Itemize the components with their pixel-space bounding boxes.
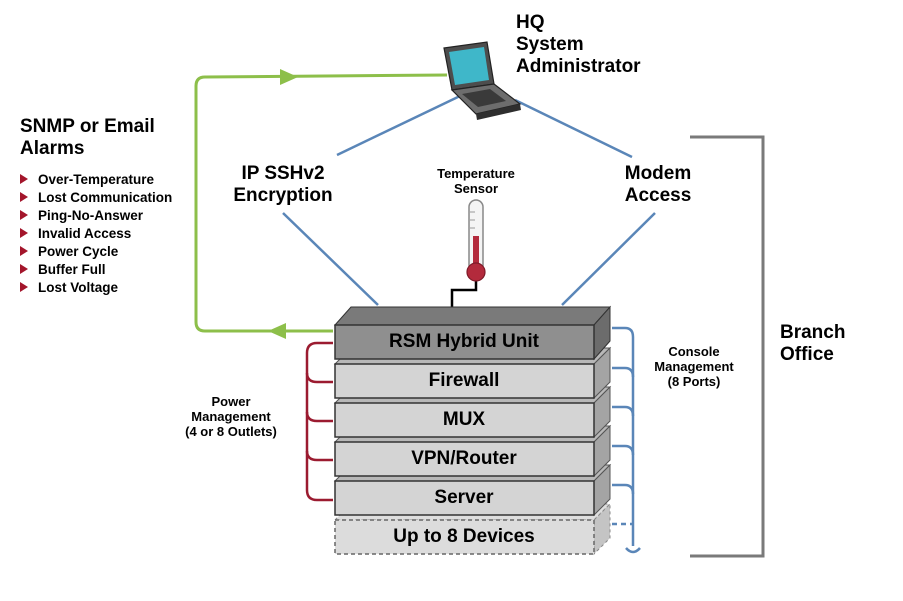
temperature-label-line: Sensor xyxy=(453,180,499,196)
alarm-arrow-left xyxy=(268,323,286,339)
ssh-label-line: Encryption xyxy=(233,184,333,206)
alarms-title-line: Alarms xyxy=(20,137,85,159)
alarm-item-label: Lost Voltage xyxy=(38,279,119,295)
bullet-arrow-icon xyxy=(20,264,28,274)
temperature-sensor-label: Temperature Sensor xyxy=(414,166,538,197)
bullet-arrow-icon xyxy=(20,246,28,256)
console-management-label: Console Management (8 Ports) xyxy=(636,344,752,390)
branch-label-line: Office xyxy=(780,343,834,365)
branch-bracket xyxy=(690,135,765,558)
alarm-item-label: Power Cycle xyxy=(38,243,119,259)
power-label-line: (4 or 8 Outlets) xyxy=(185,423,277,439)
branch-label-line: Branch xyxy=(780,322,846,343)
alarm-item-label: Lost Communication xyxy=(38,189,173,205)
alarms-title-line: SNMP or Email xyxy=(20,116,155,137)
modem-label-line: Modem xyxy=(624,163,692,184)
stack-unit-rsm-hybrid: RSM Hybrid Unit xyxy=(389,331,539,352)
alarm-arrow-right xyxy=(280,69,298,85)
temperature-label-line: Temperature xyxy=(437,166,515,181)
laptop-icon xyxy=(443,41,522,120)
ssh-encryption-label: IP SSHv2 Encryption xyxy=(220,163,346,207)
alarm-item-label: Ping-No-Answer xyxy=(38,207,144,223)
modem-label-line: Access xyxy=(624,184,692,206)
stack-unit-mux: MUX xyxy=(442,409,486,430)
stack-unit-server: Server xyxy=(434,487,494,508)
sensor-cable xyxy=(450,280,478,313)
bullet-arrow-icon xyxy=(20,210,28,220)
console-wiring xyxy=(612,326,641,554)
branch-office-label: Branch Office xyxy=(780,322,845,366)
admin-label-line: System xyxy=(516,33,584,55)
alarm-item: Ping-No-Answer xyxy=(20,206,172,224)
stack-unit-firewall: Firewall xyxy=(428,370,500,391)
stack-graphics xyxy=(333,305,612,556)
alarm-item-label: Invalid Access xyxy=(38,225,132,241)
admin-label-line: HQ xyxy=(516,12,545,33)
admin-label: HQ System Administrator xyxy=(516,12,641,78)
ssh-label-line: IP SSHv2 xyxy=(241,163,325,184)
thermometer-icon xyxy=(466,199,486,282)
alarm-item: Buffer Full xyxy=(20,260,172,278)
alarm-item: Power Cycle xyxy=(20,242,172,260)
bullet-arrow-icon xyxy=(20,228,28,238)
alarm-item: Lost Voltage xyxy=(20,278,172,296)
console-label-line: (8 Ports) xyxy=(667,373,721,389)
bullet-arrow-icon xyxy=(20,192,28,202)
network-lines xyxy=(282,94,656,306)
alarms-title: SNMP or Email Alarms xyxy=(20,116,155,160)
power-management-label: Power Management (4 or 8 Outlets) xyxy=(162,394,300,440)
power-wiring xyxy=(305,341,333,502)
stack-unit-up-to-8-devices: Up to 8 Devices xyxy=(393,526,535,547)
alarm-item: Lost Communication xyxy=(20,188,172,206)
modem-access-label: Modem Access xyxy=(600,163,716,207)
alarm-loop-line xyxy=(194,73,448,333)
bullet-arrow-icon xyxy=(20,174,28,184)
alarm-item-label: Buffer Full xyxy=(38,261,106,277)
alarm-item: Over-Temperature xyxy=(20,170,172,188)
power-label-line: Power xyxy=(211,394,251,409)
alarm-item-label: Over-Temperature xyxy=(38,171,155,187)
alarm-item: Invalid Access xyxy=(20,224,172,242)
power-label-line: Management xyxy=(191,408,271,424)
bullet-arrow-icon xyxy=(20,282,28,292)
console-label-line: Management xyxy=(654,358,734,374)
stack-unit-vpn-router: VPN/Router xyxy=(411,448,517,469)
alarm-list: Over-Temperature Lost Communication Ping… xyxy=(20,170,172,296)
console-label-line: Console xyxy=(668,344,720,359)
admin-label-line: Administrator xyxy=(516,55,641,77)
